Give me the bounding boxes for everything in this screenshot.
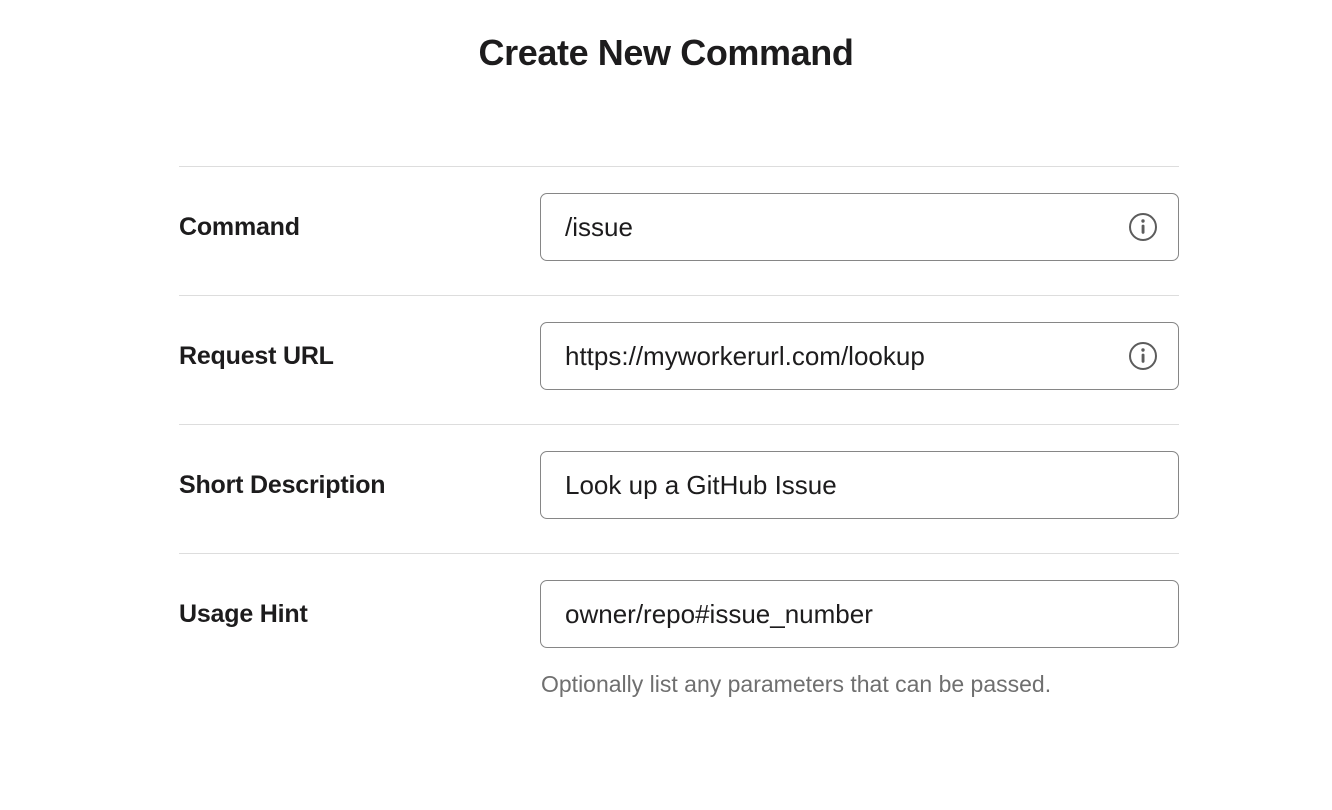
form-row-command: Command /issue (179, 167, 1179, 295)
info-icon[interactable] (1128, 341, 1158, 371)
form-divider-2 (179, 424, 1179, 425)
form-row-request-url: Request URL https://myworkerurl.com/look… (179, 296, 1179, 424)
request-url-input-value: https://myworkerurl.com/lookup (565, 341, 925, 371)
info-icon[interactable] (1128, 212, 1158, 242)
label-usage-hint: Usage Hint (179, 600, 308, 628)
form-row-usage-hint: Usage Hint owner/repo#issue_number Optio… (179, 554, 1179, 724)
label-short-description: Short Description (179, 471, 386, 499)
field-col-short-description: Look up a GitHub Issue (540, 451, 1179, 519)
request-url-input[interactable]: https://myworkerurl.com/lookup (540, 322, 1179, 390)
page-title: Create New Command (478, 32, 854, 73)
field-col-usage-hint: owner/repo#issue_number Optionally list … (540, 580, 1179, 700)
short-description-input-value: Look up a GitHub Issue (565, 470, 837, 500)
label-command: Command (179, 213, 300, 241)
form-divider-top (179, 166, 1179, 167)
usage-hint-input[interactable]: owner/repo#issue_number (540, 580, 1179, 648)
form-divider-1 (179, 295, 1179, 296)
short-description-input[interactable]: Look up a GitHub Issue (540, 451, 1179, 519)
label-request-url: Request URL (179, 342, 334, 370)
form-row-short-description: Short Description Look up a GitHub Issue (179, 425, 1179, 553)
command-form: Command /issue Request URL (179, 166, 1179, 724)
form-divider-3 (179, 553, 1179, 554)
field-col-command: /issue (540, 193, 1179, 261)
command-input-value: /issue (565, 212, 633, 242)
modal-header: Create New Command (0, 0, 1332, 114)
command-input[interactable]: /issue (540, 193, 1179, 261)
field-col-request-url: https://myworkerurl.com/lookup (540, 322, 1179, 390)
usage-hint-helper-text: Optionally list any parameters that can … (541, 671, 1052, 697)
modal-body: Command /issue Request URL (0, 106, 1332, 810)
usage-hint-input-value: owner/repo#issue_number (565, 599, 873, 629)
